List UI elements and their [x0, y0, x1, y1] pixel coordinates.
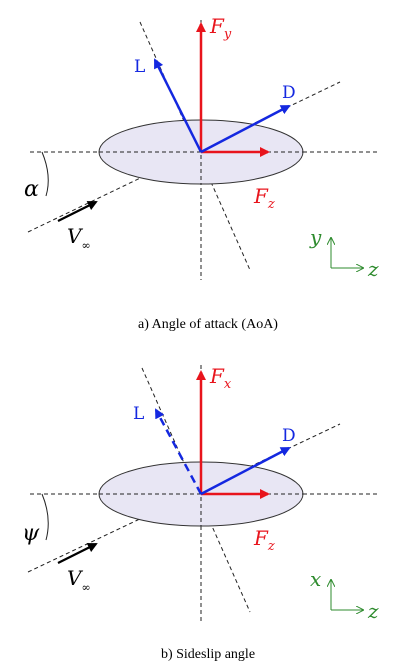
fz-label: Fz [253, 184, 275, 212]
panel-b: Fx Fz L D ψ V∞ x z b) Sideslip angle [22, 364, 380, 662]
velocity-arrow [57, 543, 98, 564]
axis-vertical-label: y [309, 225, 322, 249]
caption-a: a) Angle of attack (AoA) [138, 317, 278, 332]
axes-indicator-b: x z [310, 567, 379, 623]
sideslip-angle-label: ψ [22, 521, 40, 546]
lift-label: L [134, 57, 145, 77]
drag-label: D [282, 83, 296, 103]
velocity-label: V∞ [67, 566, 91, 594]
angle-arc [41, 493, 49, 541]
fx-label: Fx [209, 364, 232, 392]
axis-vertical-label: x [310, 567, 321, 591]
panel-a: Fy Fz L D α V∞ y z a) Angle of attack (A… [24, 14, 380, 332]
drag-arrow [200, 104, 291, 154]
angle-arc [41, 151, 49, 197]
fz-label: Fz [253, 526, 275, 554]
lift-label: L [133, 404, 144, 424]
velocity-label: V∞ [67, 224, 91, 252]
axis-horizontal-label: z [367, 599, 379, 623]
axes-indicator-a: y z [309, 225, 379, 281]
caption-b: b) Sideslip angle [161, 647, 255, 662]
fy-label: Fy [209, 14, 232, 42]
drag-arrow [200, 446, 291, 496]
angle-of-attack-label: α [24, 177, 39, 202]
drag-label: D [282, 426, 296, 446]
velocity-arrow [57, 201, 98, 222]
axis-horizontal-label: z [367, 257, 379, 281]
lift-arrow-dashed [154, 408, 203, 495]
lift-arrow [153, 58, 203, 153]
